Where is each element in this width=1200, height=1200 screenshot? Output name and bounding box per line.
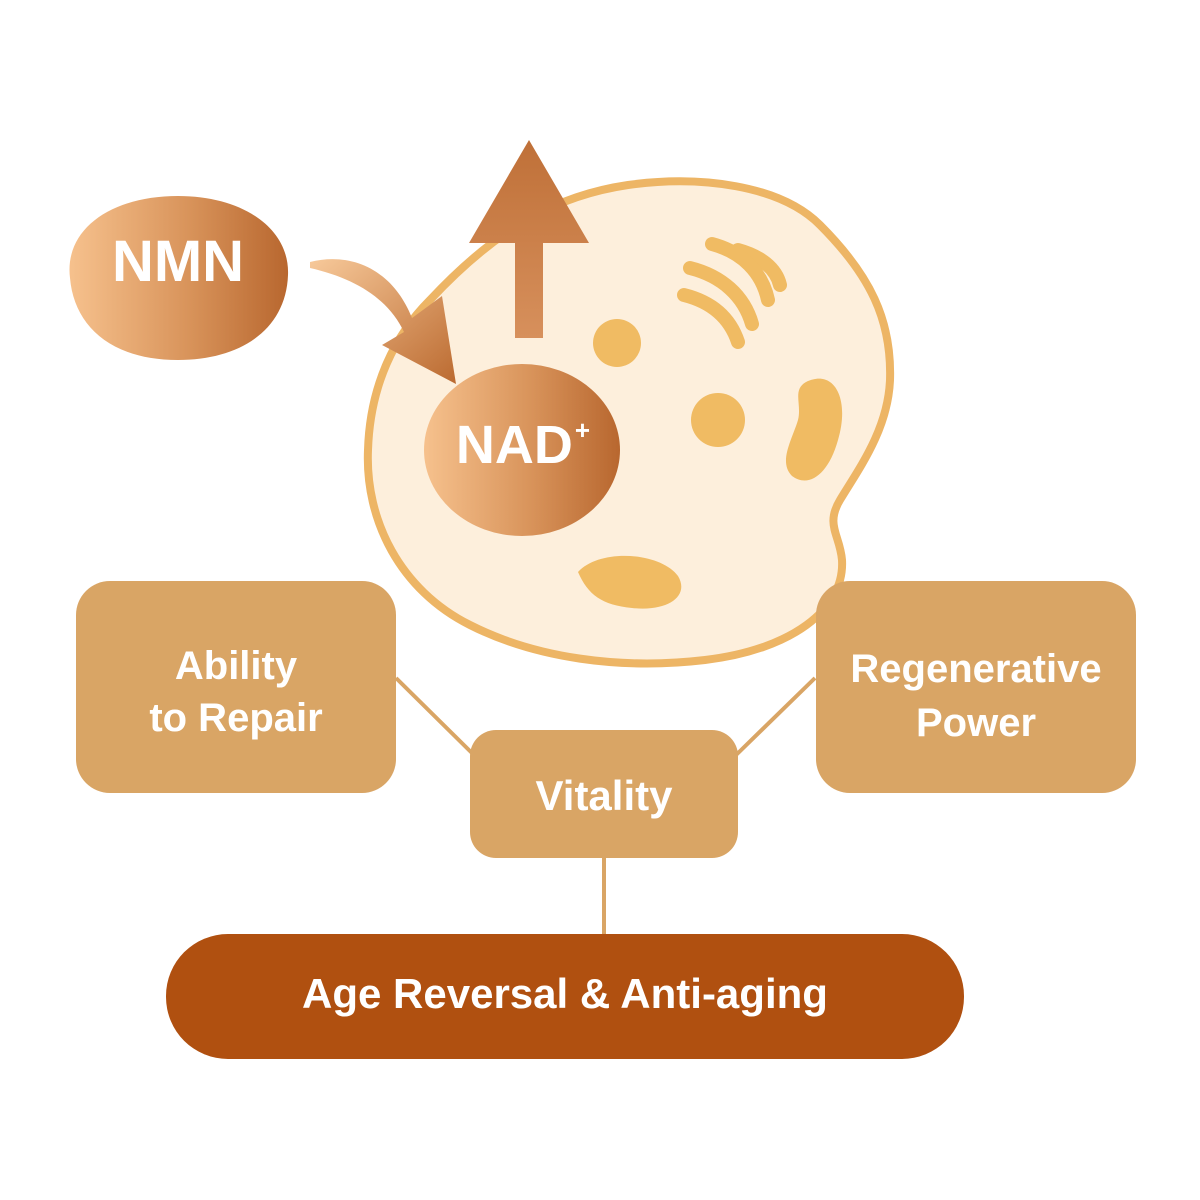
curved-arrow-icon	[310, 259, 456, 384]
connector-regen-vitality	[732, 676, 817, 759]
ability-to-repair-box	[76, 581, 396, 793]
vesicle-large	[593, 319, 641, 367]
organelles	[578, 319, 843, 609]
age-reversal-label: Age Reversal & Anti-aging	[302, 970, 828, 1017]
ability-to-repair-line2: to Repair	[149, 696, 323, 740]
nad-blob	[424, 364, 620, 536]
regenerative-power-line2: Power	[915, 701, 1037, 745]
age-reversal-banner	[166, 934, 964, 1059]
mitochondrion-right	[785, 378, 843, 481]
ability-to-repair-label: Ability to Repair	[76, 640, 396, 744]
regenerative-power-line1: Regenerative	[850, 647, 1102, 691]
connector-repair-vitality	[394, 676, 478, 759]
vitality-label: Vitality	[535, 772, 673, 819]
nmn-blob	[69, 196, 289, 360]
cell-membrane	[363, 177, 895, 668]
nad-label-superscript: +	[574, 415, 591, 445]
connector-lines	[394, 676, 817, 934]
nad-label: NAD+	[425, 414, 621, 476]
vitality-box	[470, 730, 738, 858]
mitochondrion-bottom	[578, 555, 682, 609]
regenerative-power-box	[816, 581, 1136, 793]
vesicle-medium	[691, 393, 745, 447]
nmn-label: NMN	[111, 229, 245, 294]
ability-to-repair-line1: Ability	[174, 644, 298, 688]
regenerative-power-label: Regenerative Power	[816, 642, 1136, 750]
golgi-apparatus	[677, 237, 787, 349]
up-arrow-icon	[469, 140, 589, 338]
nad-label-base: NAD	[455, 415, 573, 475]
